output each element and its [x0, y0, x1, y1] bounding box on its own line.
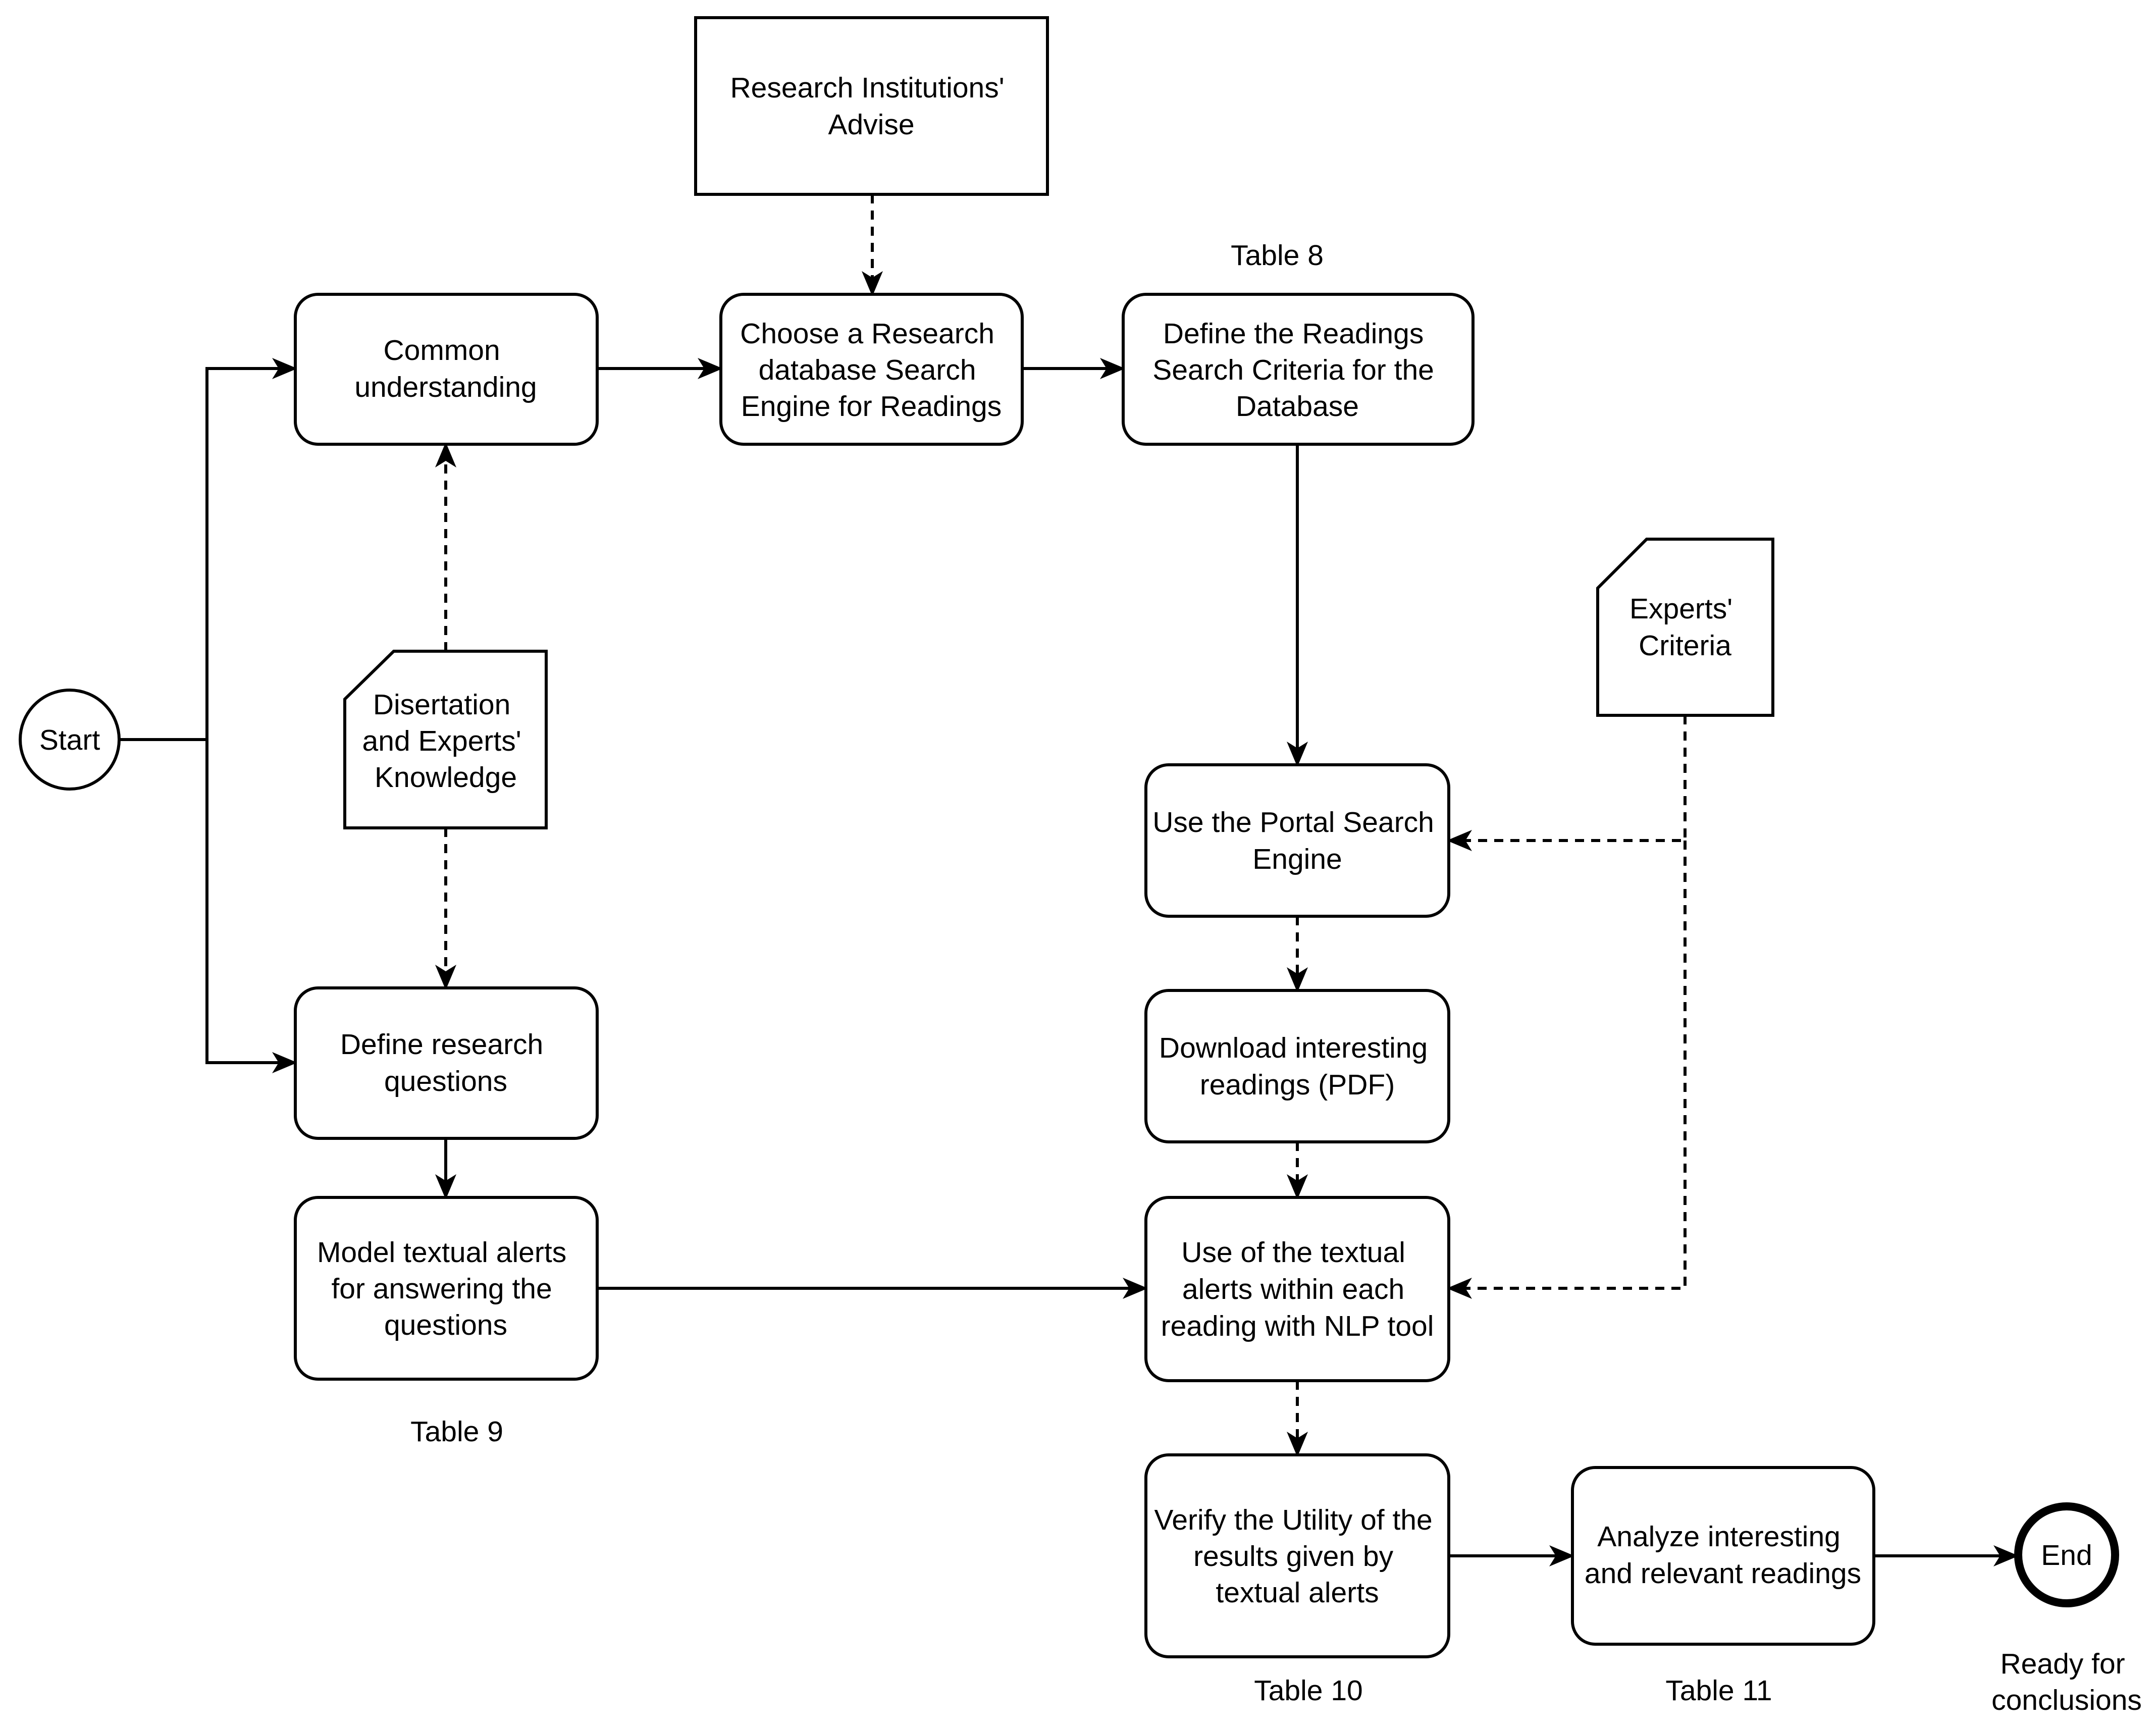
edge-experts-to-alerts — [1447, 841, 1687, 1299]
task-label: Define the Readings Search Criteria for … — [1152, 318, 1442, 423]
task-use-textual-alerts: Use of the textual alerts within each re… — [1144, 1196, 1450, 1382]
task-verify-utility: Verify the Utility of the results given … — [1144, 1453, 1450, 1658]
task-label: Use of the textual alerts within each re… — [1161, 1236, 1434, 1342]
task-label: Define research questions — [340, 1028, 551, 1097]
edge-start-to-questions — [205, 740, 297, 1073]
doc-label: Research Institutions' Advise — [730, 72, 1013, 141]
task-choose-search-engine: Choose a Research database Search Engine… — [719, 293, 1024, 446]
doc-research-institutions: Research Institutions' Advise — [694, 16, 1049, 196]
task-analyze-readings: Analyze interesting and relevant reading… — [1571, 1466, 1875, 1646]
caption-ready-for-conclusions: Ready for conclusions — [1991, 1648, 2142, 1716]
task-use-portal-search: Use the Portal Search Engine — [1144, 763, 1450, 918]
start-event: Start — [19, 689, 121, 791]
task-define-search-criteria: Define the Readings Search Criteria for … — [1122, 293, 1475, 446]
task-label: Model textual alerts for answering the q… — [317, 1236, 574, 1341]
caption-table-11: Table 11 — [1665, 1674, 1772, 1707]
task-download-readings: Download interesting readings (PDF) — [1144, 989, 1450, 1143]
caption-table-9: Table 9 — [410, 1416, 503, 1448]
edge-start-to-common — [205, 358, 297, 740]
task-define-research-questions: Define research questions — [294, 986, 599, 1140]
task-model-textual-alerts: Model textual alerts for answering the q… — [294, 1196, 599, 1381]
captions: Table 8 Table 9 Table 10 Table 11 Ready … — [410, 239, 2142, 1716]
task-label: Common understanding — [354, 334, 537, 403]
caption-table-8: Table 8 — [1231, 239, 1324, 272]
task-label: Use the Portal Search Engine — [1152, 806, 1442, 875]
task-common-understanding: Common understanding — [294, 293, 599, 446]
edges — [120, 194, 2019, 1566]
task-label: Choose a Research database Search Engine… — [740, 318, 1003, 423]
task-label: Verify the Utility of the results given … — [1154, 1504, 1440, 1609]
task-label: Analyze interesting and relevant reading… — [1585, 1521, 1861, 1590]
end-event: End — [2014, 1502, 2119, 1607]
task-label: Download interesting readings (PDF) — [1159, 1032, 1436, 1101]
caption-table-10: Table 10 — [1254, 1674, 1363, 1707]
doc-label: Experts' Criteria — [1629, 593, 1741, 662]
doc-dissertation-knowledge: Disertation and Experts' Knowledge — [343, 650, 548, 829]
edge-experts-to-portal — [1447, 715, 1687, 851]
doc-label: Disertation and Experts' Knowledge — [362, 689, 530, 794]
end-label: End — [2041, 1539, 2092, 1571]
doc-experts-criteria: Experts' Criteria — [1596, 538, 1774, 717]
start-label: Start — [39, 724, 100, 756]
